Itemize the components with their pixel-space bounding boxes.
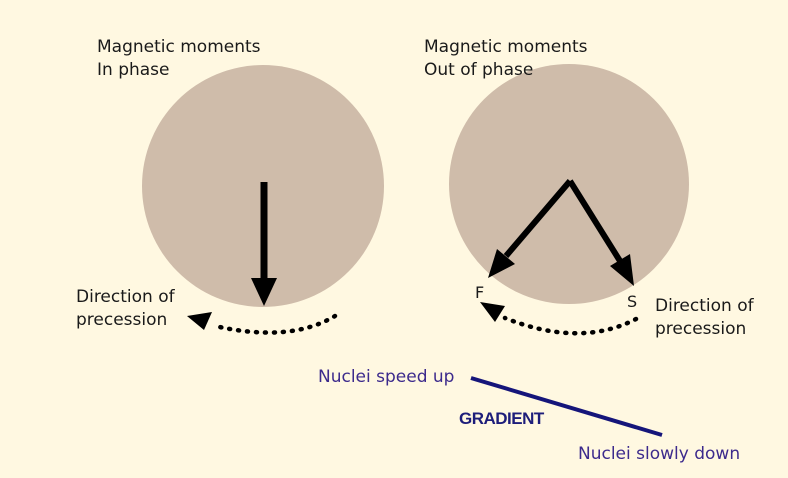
right-precession-arrowhead xyxy=(480,302,505,322)
fast-vector-arrow xyxy=(503,179,573,258)
slow-vector-arrow xyxy=(567,179,623,263)
slow-label: S xyxy=(627,292,638,311)
left-precession-arrowhead xyxy=(187,312,212,330)
in-phase-vector-arrowhead xyxy=(251,278,277,306)
nuclei-slowly-down-label: Nuclei slowly down xyxy=(578,444,741,464)
gradient-line xyxy=(470,376,663,437)
right-precession-line2: precession xyxy=(655,319,747,339)
slow-vector-arrowhead xyxy=(610,254,634,286)
left-precession-line2: precession xyxy=(76,310,168,330)
left-precession-line1: Direction of xyxy=(76,287,175,307)
fast-vector-arrowhead xyxy=(488,249,515,278)
gradient-label: GRADIENT xyxy=(459,409,544,428)
right-title-line2: Out of phase xyxy=(424,60,534,80)
left-title-line1: Magnetic moments xyxy=(97,37,261,57)
left-precession-arc xyxy=(212,313,338,335)
right-title-line1: Magnetic moments xyxy=(424,37,588,57)
left-title-line2: In phase xyxy=(97,60,170,80)
right-precession-line1: Direction of xyxy=(655,296,754,316)
right-precession-arc xyxy=(502,315,639,336)
nuclei-speed-up-label: Nuclei speed up xyxy=(318,367,455,387)
fast-label: F xyxy=(475,283,485,302)
